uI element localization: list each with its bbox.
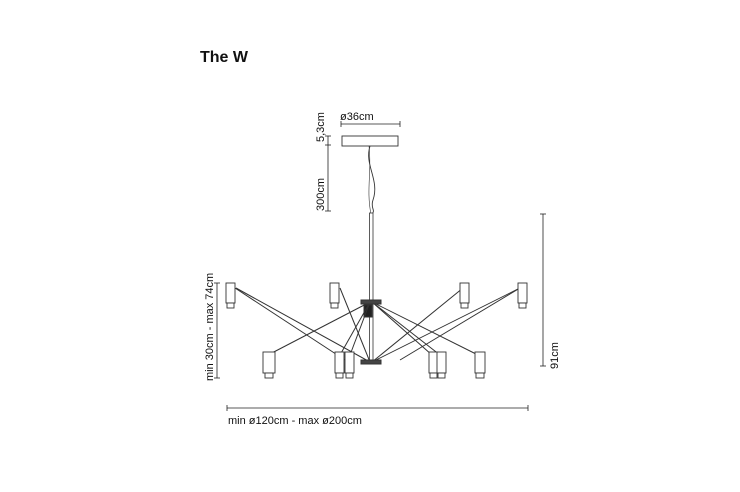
arms xyxy=(234,287,521,363)
cable xyxy=(368,145,376,215)
diameter-label: min ø120cm - max ø200cm xyxy=(228,415,362,427)
total-height-label: 91cm xyxy=(549,342,561,369)
chandelier-drawing xyxy=(225,135,528,379)
top-hub xyxy=(360,299,382,305)
canopy-height-label: 5,3cm xyxy=(315,112,327,142)
cable-length-label: 300cm xyxy=(315,178,327,211)
canopy xyxy=(341,135,399,147)
central-rod xyxy=(369,212,374,364)
canopy-diameter-label: ø36cm xyxy=(340,111,374,123)
upper-shades xyxy=(225,282,528,309)
dimension-lines xyxy=(214,121,546,411)
bottom-hub xyxy=(360,359,382,365)
product-title: The W xyxy=(200,49,248,66)
arm-height-label: min 30cm - max 74cm xyxy=(204,273,216,381)
lower-shades xyxy=(262,351,486,379)
